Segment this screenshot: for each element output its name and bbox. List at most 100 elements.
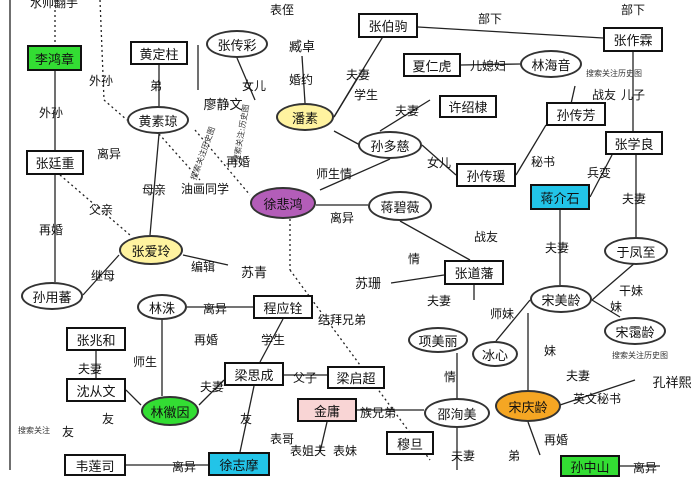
edge-51 [559,379,636,406]
edge-14 [333,130,361,146]
node-song-meiling[interactable]: 宋美龄 [530,285,592,313]
node-cang-zhuo[interactable]: 臧卓 [278,34,326,56]
label-shi-sheng-qing: 师生情 [316,167,353,181]
label-wai-sun-1: 外孙 [89,74,114,88]
label-mei-1: 妹 [610,300,623,314]
label-you-1: 友 [102,412,115,426]
node-xu-beihong[interactable]: 徐悲鸿 [250,187,316,219]
edge-18 [515,124,547,176]
label-li-yi-1: 离异 [97,147,122,161]
label-fu-qi-5: 夫妻 [427,294,452,308]
node-su-qing[interactable]: 苏青 [228,258,280,284]
node-jin-yong[interactable]: 金庸 [297,398,357,422]
node-zhang-zhaohe[interactable]: 张兆和 [66,327,126,351]
node-zhang-daofan[interactable]: 张道藩 [444,260,504,285]
node-sun-duoci[interactable]: 孙多慈 [358,131,422,159]
edge-20 [59,174,131,236]
edge-42 [125,389,142,406]
node-cheng-yingquan[interactable]: 程应铨 [253,295,313,319]
label-bian-ji: 编辑 [191,260,216,274]
node-huang-dingzhu[interactable]: 黄定柱 [130,41,188,65]
node-lin-huiyin[interactable]: 林徽因 [141,396,199,426]
edge-3 [99,0,105,101]
node-li-hongzhang[interactable]: 李鸿章 [27,45,82,71]
label-biao-ren: 表侄 [270,3,295,17]
node-jiang-biwei[interactable]: 蒋碧薇 [368,191,432,221]
node-zhang-bojui[interactable]: 张伯驹 [358,13,418,38]
node-xiang-meili[interactable]: 项美丽 [408,327,468,353]
edge-17 [421,144,457,176]
edge-43 [198,379,225,406]
node-sun-zhongshan[interactable]: 孙中山 [560,455,620,477]
node-zhang-ailing[interactable]: 张爱玲 [119,235,183,265]
label-zai-hun-2: 再婚 [39,223,64,237]
label-ying-wen-mi-shu: 英文秘书 [573,392,622,406]
node-bing-xin[interactable]: 冰心 [472,341,518,367]
label-nv-er: 女儿 [242,79,267,93]
edge-15 [379,99,431,132]
watermark-4: 搜索关注历史图 [612,351,668,360]
node-zhang-chuancai[interactable]: 张传彩 [206,30,268,58]
label-fu-qi-3: 夫妻 [622,192,647,206]
node-sun-chuanfang[interactable]: 孙传芳 [546,102,606,126]
label-shi-sheng: 师生 [133,355,158,369]
node-shen-congwen[interactable]: 沈从文 [66,378,126,402]
node-song-qingling[interactable]: 宋庆龄 [495,390,561,422]
label-fu-qi-6: 夫妻 [78,362,103,376]
label-fu-qi-4: 夫妻 [545,241,570,255]
label-mi-shu-1: 秘书 [531,155,556,169]
node-huang-suqiong[interactable]: 黄素琼 [127,106,189,134]
label-biao-ge: 表哥 [270,432,295,446]
node-jiang-jieshi[interactable]: 蒋介石 [530,184,590,210]
label-li-yi-3: 离异 [203,302,228,316]
edge-44 [239,385,255,453]
node-su-shan[interactable]: 苏珊 [345,270,391,294]
node-xu-shaodi[interactable]: 许绍棣 [439,95,497,118]
label-ji-mu: 继母 [91,269,116,283]
edge-10 [417,26,604,39]
node-sun-chuanyuan[interactable]: 孙传瑗 [456,163,516,187]
label-bing-bian: 兵变 [587,166,612,180]
watermark-1: 搜索关注历史图 [586,69,642,78]
node-pan-su[interactable]: 潘素 [276,103,334,131]
label-zhan-you-2: 战友 [474,230,499,244]
edge-25 [399,220,471,261]
label-li-yi-4: 离异 [172,460,197,474]
label-biao-jie-fu: 表姐夫 [290,444,327,458]
node-sun-yongfan[interactable]: 孙用蕃 [21,282,83,310]
label-hun-yue: 婚约 [289,73,314,87]
node-mu-dan[interactable]: 穆旦 [386,431,434,455]
node-zhang-xueliang[interactable]: 张学良 [605,131,663,155]
node-shao-xunmei[interactable]: 邵洵美 [424,398,490,428]
node-liang-qichao[interactable]: 梁启超 [327,366,385,389]
label-xue-sheng-2: 学生 [261,333,286,347]
node-liao-jingwen[interactable]: 廖静文 [194,90,252,116]
node-xu-zhimo[interactable]: 徐志摩 [208,452,270,476]
node-liang-sicheng[interactable]: 梁思成 [224,362,284,386]
node-lin-zhu[interactable]: 林洙 [137,294,187,320]
label-nv-er-2: 女儿 [427,156,452,170]
edge-7 [301,55,306,104]
node-zhang-zuolin[interactable]: 张作霖 [603,27,663,52]
node-lin-haiyin[interactable]: 林海音 [520,50,582,78]
node-song-ailing[interactable]: 宋霭龄 [604,317,666,345]
edge-9 [333,24,391,118]
edge-29 [182,254,229,266]
node-yu-fengzhi[interactable]: 于凤至 [604,237,668,265]
label-fu-qi-8: 夫妻 [451,449,476,463]
label-you-3: 友 [62,425,75,439]
label-zai-hun-4: 再婚 [544,433,569,447]
edge-21 [149,133,160,236]
node-wei-liansi[interactable]: 韦莲司 [64,454,126,476]
node-xia-renhu[interactable]: 夏仁虎 [403,53,461,77]
edge-28 [82,254,120,296]
node-zhang-tingzhong[interactable]: 张廷重 [26,150,84,175]
label-zai-hun-1: 再婚 [226,155,251,169]
node-kong-xiangxi[interactable]: 孔祥熙 [647,369,697,393]
edge-32 [591,261,637,301]
label-you-hua: 油画同学 [181,182,230,196]
label-bu-xia-1: 部下 [478,12,503,26]
label-li-yi-5: 离异 [633,461,658,475]
label-gan-mei: 干妹 [619,284,644,298]
